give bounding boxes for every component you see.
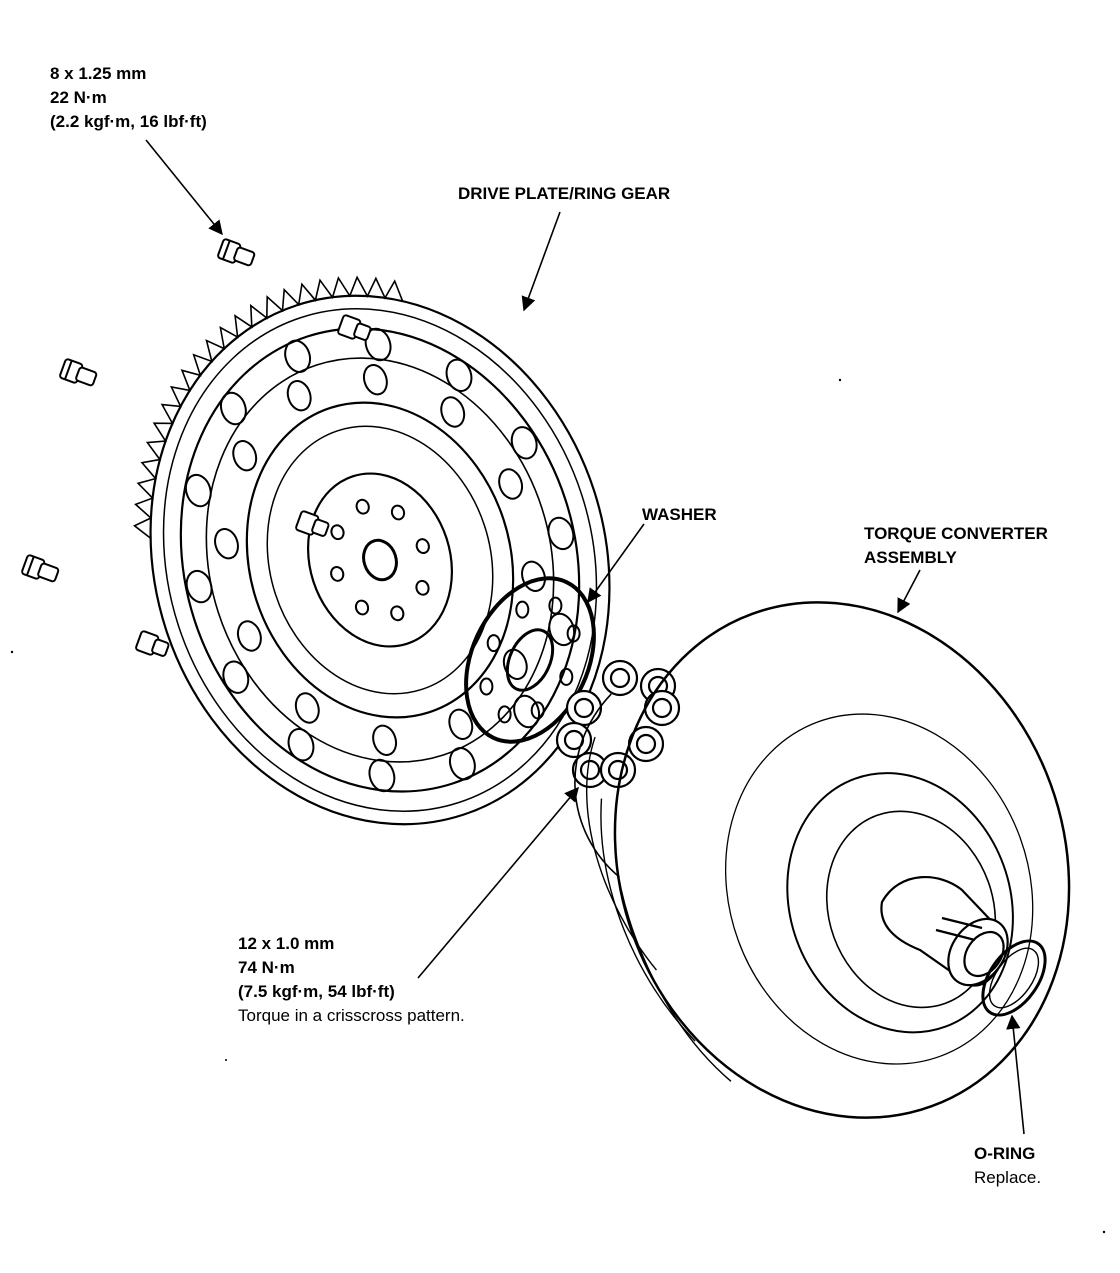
washer-hole xyxy=(497,705,512,724)
washer-holes xyxy=(479,596,581,724)
plate-hole xyxy=(284,339,312,373)
torque-converter-label-line2: ASSEMBLY xyxy=(864,548,957,567)
plate-hole xyxy=(502,648,528,680)
plate-hole xyxy=(415,538,430,555)
washer-label: WASHER xyxy=(642,505,717,524)
o-ring-note: Replace. xyxy=(974,1168,1042,1187)
plate-hole xyxy=(415,579,430,596)
plate-hole xyxy=(390,605,405,622)
plate-hole xyxy=(448,708,474,740)
plate-hole xyxy=(355,498,370,515)
plate-hole xyxy=(513,694,541,729)
plate-hole xyxy=(330,565,345,582)
drive-plate-center-hole xyxy=(362,538,398,582)
washer-hole xyxy=(548,596,563,615)
plate-hole xyxy=(286,380,312,412)
scan-specks xyxy=(10,378,1106,1234)
bolt-icon xyxy=(217,238,256,267)
drive-plate-step-2 xyxy=(245,401,515,719)
bolt-icon xyxy=(599,751,637,789)
leader-washer xyxy=(587,523,645,604)
flywheel-bolts xyxy=(21,238,372,657)
leader-bolt-12 xyxy=(417,786,579,979)
bolt-8mm-size: 8 x 1.25 mm xyxy=(50,64,147,83)
o-ring-label: O-RING xyxy=(974,1144,1036,1163)
plate-hole xyxy=(287,728,315,762)
drive-plate-rim xyxy=(179,327,581,793)
o-ring-callout: O-RING Replace. xyxy=(974,1142,1041,1190)
washer-hole xyxy=(515,600,530,619)
bolt-icon xyxy=(601,659,639,697)
bolt-12mm-callout: 12 x 1.0 mm 74 N·m (7.5 kgf·m, 54 lbf·ft… xyxy=(238,932,465,1028)
plate-hole xyxy=(372,724,398,756)
bolt-12mm-torque-nm: 74 N·m xyxy=(238,958,295,977)
leader-drive-plate xyxy=(521,211,561,312)
plate-hole xyxy=(445,358,473,392)
bolt-icon xyxy=(565,689,603,727)
plate-hole xyxy=(330,524,345,541)
washer-hole xyxy=(566,624,581,643)
plate-hole xyxy=(510,426,538,460)
bolt-icon xyxy=(59,358,98,387)
leader-bolt-8 xyxy=(145,139,223,236)
bolt-icon xyxy=(555,721,593,759)
leader-torque-converter xyxy=(897,569,921,614)
plate-hole xyxy=(219,391,247,426)
leader-o-ring xyxy=(1006,1014,1025,1135)
plate-hole xyxy=(232,440,258,472)
drive-plate-label: DRIVE PLATE/RING GEAR xyxy=(458,184,671,203)
plate-hole xyxy=(521,560,546,592)
plate-hole xyxy=(368,758,396,793)
bolt-icon xyxy=(627,725,665,763)
plate-hole xyxy=(185,569,213,604)
plate-hole xyxy=(294,692,320,724)
bolt-12mm-size: 12 x 1.0 mm xyxy=(238,934,335,953)
ring-gear-teeth xyxy=(132,275,404,539)
plate-hole xyxy=(364,327,392,362)
o-ring-icon xyxy=(981,939,1047,1017)
plate-hole xyxy=(547,516,575,551)
plate-hole xyxy=(236,620,262,652)
plate-hole xyxy=(362,364,388,396)
bolt-icon xyxy=(643,689,681,727)
bolt-8mm-torque-alt: (2.2 kgf·m, 16 lbf·ft) xyxy=(50,112,207,131)
washer-hole xyxy=(479,677,494,696)
bolt-8mm-torque-nm: 22 N·m xyxy=(50,88,107,107)
washer-hole xyxy=(530,701,545,720)
torque-converter-assembly xyxy=(574,601,1071,1119)
bolt-icon xyxy=(337,314,372,341)
bolt-icon xyxy=(295,510,330,537)
drive-plate-holes xyxy=(184,327,576,793)
drive-plate-step-3 xyxy=(266,425,494,695)
plate-hole xyxy=(440,396,466,428)
plate-hole xyxy=(214,528,239,560)
plate-hole xyxy=(184,473,212,508)
plate-hole xyxy=(448,747,476,781)
bolt-12mm-note: Torque in a crisscross pattern. xyxy=(238,1006,465,1025)
ring-gear-outer xyxy=(149,294,611,826)
drive-plate-hub xyxy=(306,472,454,648)
bolt-12mm-torque-alt: (7.5 kgf·m, 54 lbf·ft) xyxy=(238,982,395,1001)
plate-hole xyxy=(222,660,250,694)
washer-hole xyxy=(559,667,574,686)
leader-lines xyxy=(145,139,1025,1135)
bolt-icon xyxy=(135,630,170,657)
washer-hole xyxy=(486,634,501,653)
plate-hole xyxy=(354,599,370,616)
torque-converter-label-line1: TORQUE CONVERTER xyxy=(864,524,1048,543)
plate-hole xyxy=(390,504,406,521)
bolt-icon xyxy=(21,554,60,583)
washer xyxy=(464,576,596,744)
torque-converter-label: TORQUE CONVERTER ASSEMBLY xyxy=(864,522,1048,570)
bolt-8mm-callout: 8 x 1.25 mm 22 N·m (2.2 kgf·m, 16 lbf·ft… xyxy=(50,62,207,134)
plate-hole xyxy=(498,468,524,500)
